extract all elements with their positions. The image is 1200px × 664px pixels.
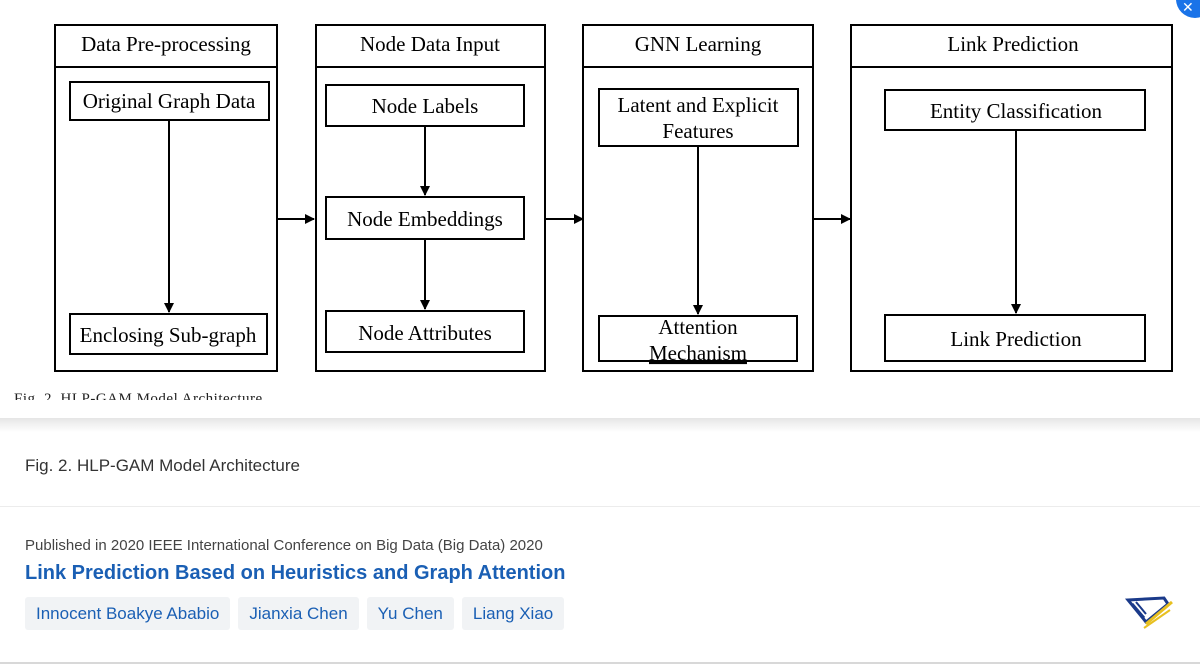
close-icon: ✕ (1182, 0, 1194, 16)
panel-shadow (0, 418, 1200, 432)
figure-embedded-caption: Fig. 2. HLP-GAM Model Architecture (14, 391, 263, 400)
architecture-diagram: Data Pre-processing Original Graph Data … (54, 24, 1173, 372)
box-node-labels: Node Labels (372, 94, 479, 118)
box-link-prediction: Link Prediction (950, 327, 1082, 351)
author-chip[interactable]: Jianxia Chen (238, 597, 359, 630)
column-title: Link Prediction (947, 32, 1079, 56)
box-latent-features-line1: Latent and Explicit (618, 93, 779, 117)
close-button[interactable]: ✕ (1176, 0, 1200, 18)
box-enclosing-sub-graph: Enclosing Sub-graph (80, 323, 257, 347)
bottom-border (0, 662, 1200, 664)
figure-image: Data Pre-processing Original Graph Data … (14, 24, 1173, 400)
column-node-data-input: Node Data Input Node Labels Node Embeddi… (315, 24, 546, 372)
publication-venue: Published in 2020 IEEE International Con… (25, 537, 543, 554)
box-original-graph-data: Original Graph Data (83, 89, 256, 113)
column-gnn-learning: GNN Learning Latent and Explicit Feature… (582, 24, 814, 372)
column-title: Data Pre-processing (81, 32, 251, 56)
ieee-book-logo-icon (1122, 588, 1178, 632)
box-attention-line2: Mechanism (649, 341, 747, 365)
column-title: GNN Learning (635, 32, 762, 56)
author-chip[interactable]: Innocent Boakye Ababio (25, 597, 231, 630)
column-data-preprocessing: Data Pre-processing Original Graph Data … (54, 24, 278, 372)
box-attention-line1: Attention (658, 315, 738, 339)
author-chip[interactable]: Liang Xiao (461, 597, 565, 630)
box-entity-classification: Entity Classification (930, 99, 1103, 123)
figure-caption: Fig. 2. HLP-GAM Model Architecture (25, 456, 300, 475)
box-node-attributes: Node Attributes (358, 321, 492, 345)
column-title: Node Data Input (360, 32, 500, 56)
column-link-prediction: Link Prediction Entity Classification Li… (850, 24, 1173, 372)
author-chip[interactable]: Yu Chen (366, 597, 454, 630)
author-list: Innocent Boakye Ababio Jianxia Chen Yu C… (25, 597, 565, 630)
box-latent-features-line2: Features (662, 119, 733, 143)
divider (0, 506, 1200, 507)
paper-title-link[interactable]: Link Prediction Based on Heuristics and … (25, 562, 566, 584)
box-node-embeddings: Node Embeddings (347, 207, 503, 231)
